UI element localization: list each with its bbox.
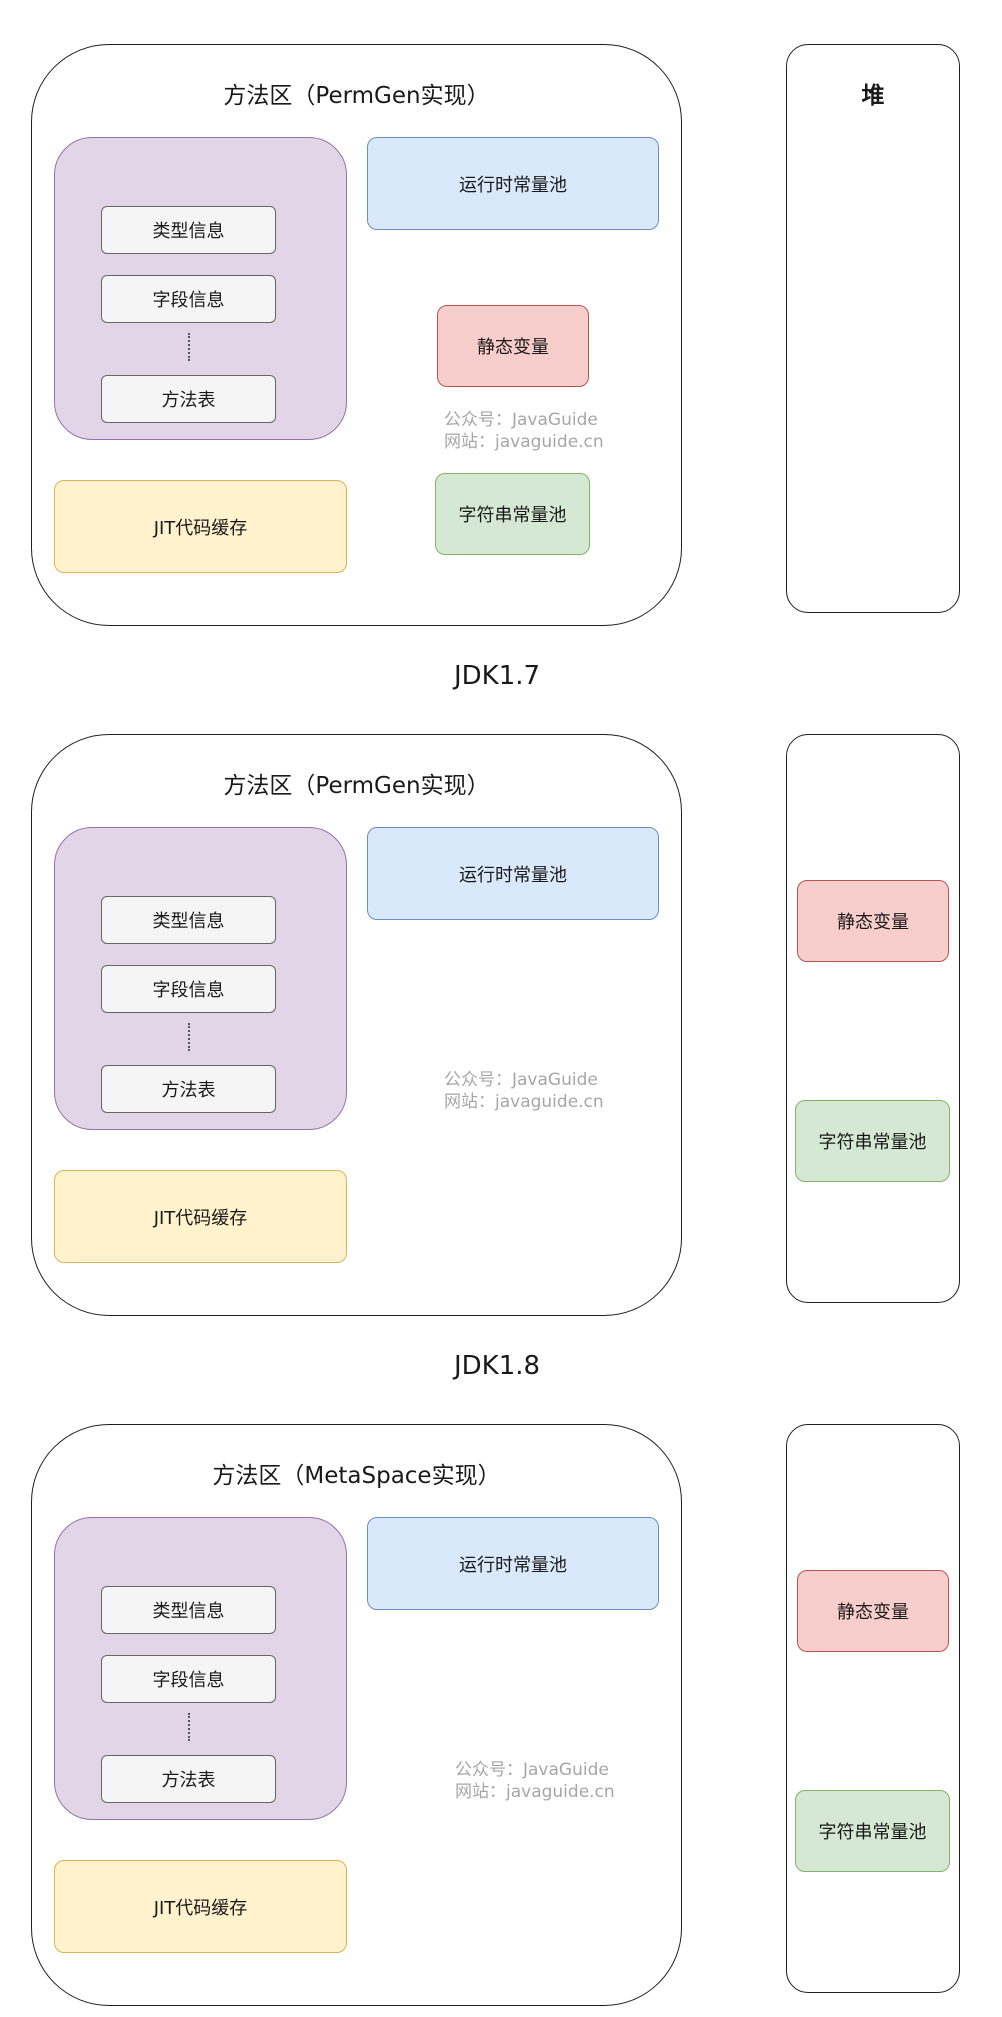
jit-code-cache: JIT代码缓存 <box>54 1170 347 1263</box>
runtime-constant-pool: 运行时常量池 <box>367 827 659 920</box>
watermark-site: 网站：javaguide.cn <box>444 1092 604 1112</box>
heap-container <box>786 44 960 613</box>
heap-container <box>786 734 960 1303</box>
type-info-item: 类型信息 <box>101 1586 276 1634</box>
watermark-wechat: 公众号：JavaGuide <box>444 1070 598 1090</box>
heap-title: 堆 <box>861 83 885 109</box>
watermark-site: 网站：javaguide.cn <box>455 1782 615 1802</box>
field-info-item: 字段信息 <box>101 275 276 323</box>
runtime-constant-pool: 运行时常量池 <box>367 137 659 230</box>
watermark-site: 网站：javaguide.cn <box>444 432 604 452</box>
watermark: 公众号：JavaGuide 网站：javaguide.cn <box>455 1759 615 1803</box>
ellipsis-dots <box>188 1713 190 1741</box>
ellipsis-dots <box>188 1023 190 1051</box>
method-table-item: 方法表 <box>101 1065 276 1113</box>
caption-jdk17: JDK1.7 <box>453 661 541 691</box>
method-area-title: 方法区（PermGen实现） <box>223 83 490 109</box>
string-constant-pool: 字符串常量池 <box>795 1790 950 1872</box>
static-variables: 静态变量 <box>797 1570 949 1652</box>
static-variables: 静态变量 <box>797 880 949 962</box>
field-info-item: 字段信息 <box>101 965 276 1013</box>
runtime-constant-pool: 运行时常量池 <box>367 1517 659 1610</box>
static-variables: 静态变量 <box>437 305 589 387</box>
watermark-wechat: 公众号：JavaGuide <box>444 410 598 430</box>
method-table-item: 方法表 <box>101 1755 276 1803</box>
jit-code-cache: JIT代码缓存 <box>54 1860 347 1953</box>
type-info-item: 类型信息 <box>101 206 276 254</box>
string-constant-pool: 字符串常量池 <box>795 1100 950 1182</box>
watermark: 公众号：JavaGuide 网站：javaguide.cn <box>444 409 604 453</box>
method-area-title: 方法区（MetaSpace实现） <box>212 1463 501 1489</box>
watermark-wechat: 公众号：JavaGuide <box>455 1760 609 1780</box>
field-info-item: 字段信息 <box>101 1655 276 1703</box>
jit-code-cache: JIT代码缓存 <box>54 480 347 573</box>
type-info-item: 类型信息 <box>101 896 276 944</box>
method-area-title: 方法区（PermGen实现） <box>223 773 490 799</box>
caption-jdk18: JDK1.8 <box>453 1351 541 1381</box>
watermark: 公众号：JavaGuide 网站：javaguide.cn <box>444 1069 604 1113</box>
method-table-item: 方法表 <box>101 375 276 423</box>
string-constant-pool: 字符串常量池 <box>435 473 590 555</box>
ellipsis-dots <box>188 333 190 361</box>
heap-container <box>786 1424 960 1993</box>
